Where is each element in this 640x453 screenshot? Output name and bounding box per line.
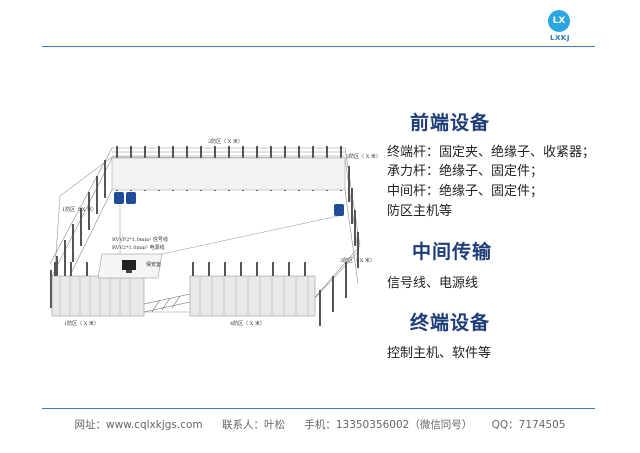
fence-drawing (49, 146, 361, 326)
zone-label-right-top: 2防区（ X 米） (346, 154, 381, 160)
top-divider (42, 46, 595, 47)
guard-room (97, 253, 163, 279)
front-end-line-2: 承力杆：绝缘子、固定件； (387, 164, 544, 179)
right-posts (319, 166, 359, 326)
zone-label-front-left: 1防区（ X 米） (64, 321, 99, 327)
zone-label-front: 4防区（ X 米） (230, 321, 265, 327)
footer-contact-person: 联系人：叶松 (221, 419, 285, 431)
footer-qq: QQ：7174505 (491, 419, 566, 431)
heading-terminal: 终端设备 (410, 312, 491, 334)
logo-text: LXKJ (550, 34, 570, 42)
heading-transmission: 中间传输 (412, 241, 493, 263)
front-end-line-3: 中间杆：绝缘子、固定件； (387, 184, 544, 199)
zone-label-back: 2防区（ X 米） (208, 139, 243, 145)
front-fence (51, 262, 316, 317)
footer-phone: 手机：13350356002（微信同号） (304, 419, 473, 431)
company-logo: LX LXKJ (545, 10, 575, 46)
host-units (114, 192, 344, 216)
zone-label-right: 3防区（ X 米） (340, 258, 375, 264)
zone-label-left: 1防区（ X 米） (62, 207, 97, 213)
logo-mark: LX (548, 10, 570, 32)
left-posts (50, 160, 106, 308)
guard-room-label: 保安室 (146, 262, 162, 268)
gate (143, 293, 191, 313)
power-cable-label: RVV2*1.0mm² 电源线 (112, 245, 165, 251)
signal-cable-label: RVVP2*1.0mm² 信号线 (112, 237, 168, 243)
transmission-line-1: 信号线、电源线 (387, 276, 479, 291)
footer-contact: 网址：www.cqlxkjgs.com 联系人：叶松 手机：1335035600… (0, 417, 640, 432)
front-end-line-4: 防区主机等 (387, 204, 453, 219)
front-end-line-1: 终端杆：固定夹、绝缘子、收紧器； (387, 145, 596, 160)
footer-website[interactable]: 网址：www.cqlxkjgs.com (74, 419, 203, 431)
heading-front-end: 前端设备 (410, 112, 491, 134)
back-panel (111, 157, 346, 191)
cable-runs (119, 204, 339, 255)
bottom-divider (42, 408, 595, 409)
terminal-line-1: 控制主机、软件等 (387, 346, 492, 361)
fence-diagram: 2防区（ X 米） 1防区（ X 米） 2防区（ X 米） 3防区（ X 米） … (40, 136, 381, 338)
